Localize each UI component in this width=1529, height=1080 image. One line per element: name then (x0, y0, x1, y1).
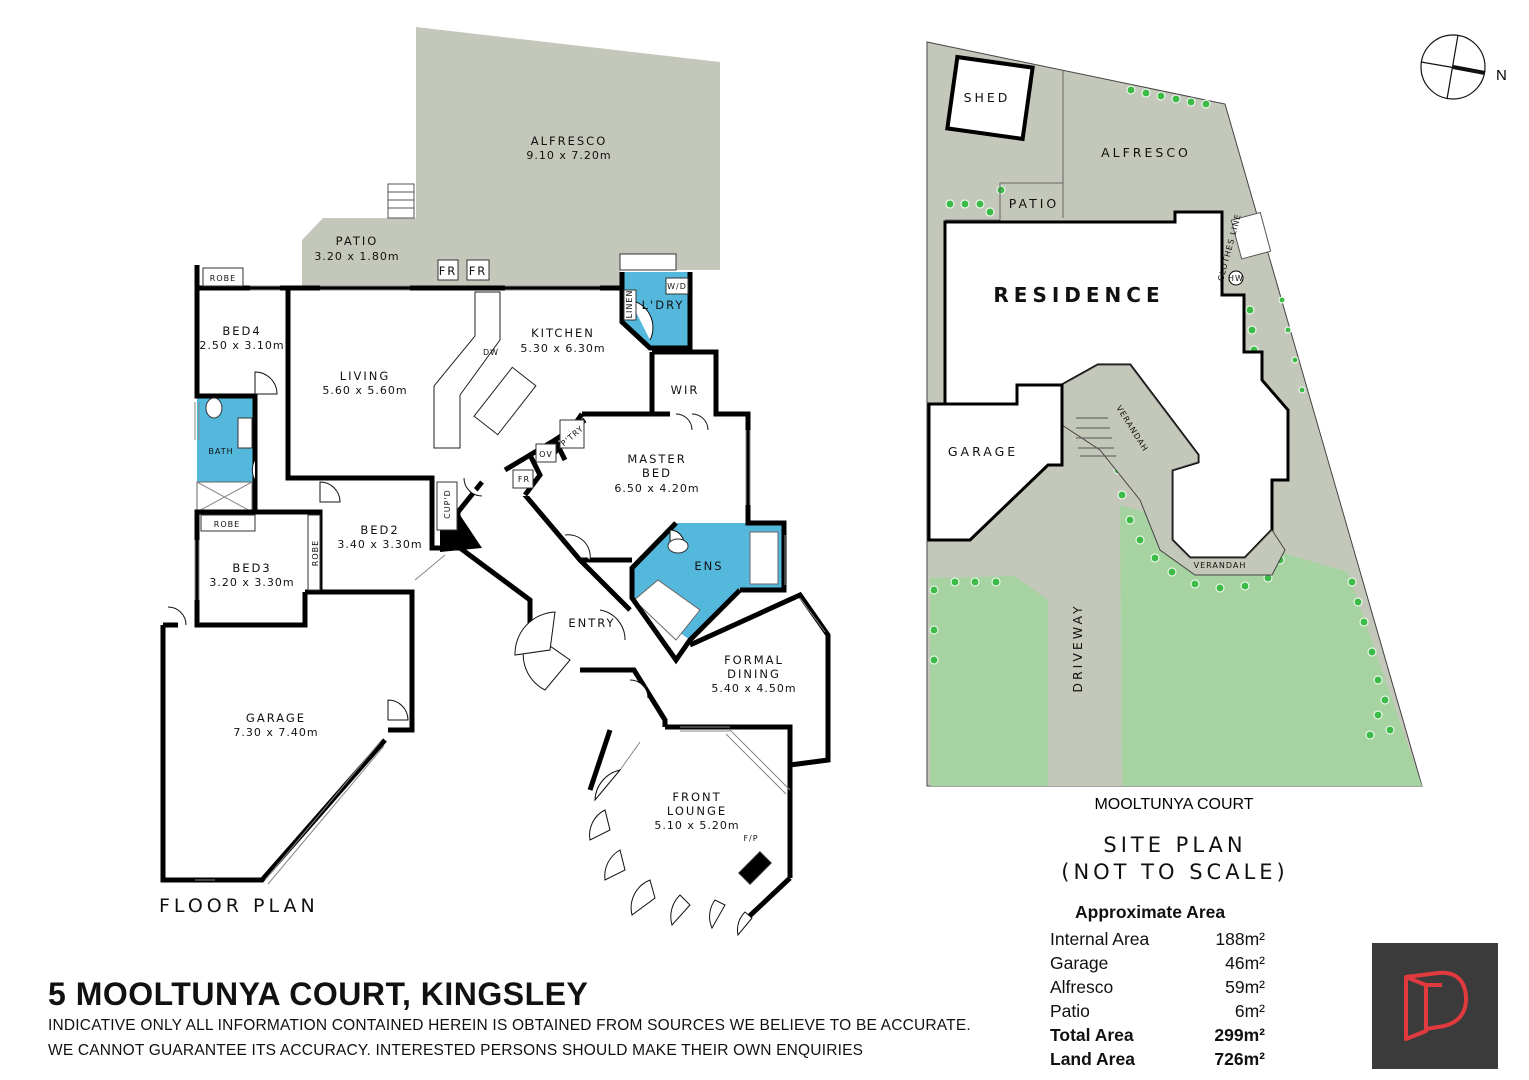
floor-plan: ALFRESCO 9.10 x 7.20m PATIO 3.20 x 1.80m… (159, 27, 831, 937)
ensuite-shower (633, 579, 701, 641)
disclaimer-line-1: INDICATIVE ONLY ALL INFORMATION CONTAINE… (48, 1017, 971, 1034)
disclaimer-line-2: WE CANNOT GUARANTEE ITS ACCURACY. INTERE… (48, 1042, 864, 1059)
fireplace-label: F/P (743, 834, 758, 843)
bed2-dims: 3.40 x 3.30m (337, 538, 422, 551)
master-bed-dims: 6.50 x 4.20m (614, 482, 699, 495)
living-label: LIVING (340, 369, 391, 383)
site-plan-title: SITE PLAN (NOT TO SCALE) (1050, 832, 1300, 886)
area-row-value: 6m² (1234, 1001, 1265, 1021)
linen-label: LINEN (625, 290, 634, 319)
robe-bed3-label: ROBE (214, 520, 240, 529)
site-garage-label: GARAGE (948, 444, 1018, 459)
agency-logo-mark-icon (1404, 970, 1468, 1041)
area-row-value: 726m² (1214, 1049, 1265, 1069)
master-bed-label-1: MASTER (627, 452, 686, 466)
side-lawn (930, 576, 1048, 786)
approximate-area-heading: Approximate Area (1075, 902, 1226, 922)
laundry-label: L'DRY (642, 298, 685, 312)
bath-label: BATH (208, 447, 233, 456)
residence-label: RESIDENCE (993, 283, 1164, 307)
site-alfresco-label: ALFRESCO (1101, 145, 1191, 160)
shed-outline (945, 54, 1035, 142)
dw-label: DW (483, 348, 499, 357)
area-row: Internal Area 188m² (1050, 927, 1265, 951)
area-row-label: Garage (1050, 953, 1109, 973)
street-name: MOOLTUNYA COURT (1094, 796, 1253, 813)
ensuite-label: ENS (694, 559, 723, 573)
cupboard-label: CUP'D (443, 489, 452, 519)
area-row-total: Total Area 299m² (1050, 1023, 1265, 1047)
bed3-dims: 3.20 x 3.30m (209, 576, 294, 589)
verandah-bottom-label: VERANDAH (1194, 561, 1247, 570)
bed2-label: BED2 (360, 523, 399, 537)
alfresco-steps (387, 183, 415, 219)
garage-label: GARAGE (246, 711, 306, 725)
approximate-area-table: Approximate Area Internal Area 188m² Gar… (1050, 902, 1265, 1071)
area-row-label: Land Area (1050, 1049, 1135, 1069)
patio-area (302, 218, 416, 286)
hw-label: HW (1228, 274, 1244, 283)
area-row: Garage 46m² (1050, 951, 1265, 975)
patio-dims: 3.20 x 1.80m (314, 250, 399, 263)
site-plan-title-line-2: (NOT TO SCALE) (1061, 860, 1289, 884)
site-plan-title-line-1: SITE PLAN (1103, 833, 1247, 857)
bed4-label: BED4 (222, 324, 261, 338)
entry-label: ENTRY (568, 616, 615, 630)
kitchen-bench (433, 291, 501, 449)
front-lounge-dims: 5.10 x 5.20m (654, 819, 739, 832)
compass-north-label: N (1496, 67, 1507, 84)
patio-label: PATIO (336, 234, 379, 248)
master-bed-label-2: BED (642, 466, 672, 480)
front-lounge-label-2: LOUNGE (667, 804, 727, 818)
oven-label: OV (539, 450, 553, 459)
agency-logo (1372, 943, 1498, 1069)
compass-icon (1420, 34, 1486, 100)
area-row-value: 59m² (1225, 977, 1265, 997)
fr-label-2: FR (469, 264, 488, 278)
alfresco-area (416, 27, 720, 286)
robe-bed4-label: ROBE (210, 274, 236, 283)
kitchen-dims: 5.30 x 6.30m (520, 342, 605, 355)
area-row-value: 188m² (1215, 929, 1265, 949)
fr-label-3: FR (518, 475, 530, 484)
site-shed-label: SHED (964, 90, 1011, 105)
area-row: Alfresco 59m² (1050, 975, 1265, 999)
robe-bed2-label: ROBE (311, 540, 320, 566)
area-row-value: 46m² (1225, 953, 1265, 973)
hot-water-symbol (1228, 270, 1244, 286)
verandah (1061, 364, 1286, 576)
garage-dims: 7.30 x 7.40m (233, 726, 318, 739)
area-row: Patio 6m² (1050, 999, 1265, 1023)
area-row-value: 299m² (1214, 1025, 1265, 1045)
bed4-dims: 2.50 x 3.10m (199, 339, 284, 352)
alfresco-label: ALFRESCO (531, 134, 608, 148)
kitchen-island (473, 366, 537, 436)
driveway (1048, 460, 1122, 786)
bed3-label: BED3 (232, 561, 271, 575)
formal-dining-label-2: DINING (727, 667, 781, 681)
driveway-label: DRIVEWAY (1070, 603, 1085, 692)
ensuite-bathtub (749, 531, 779, 585)
site-patio-label: PATIO (1009, 196, 1059, 211)
kitchen-label: KITCHEN (531, 326, 595, 340)
wd-label: W/D (667, 282, 687, 291)
living-dims: 5.60 x 5.60m (322, 384, 407, 397)
area-row-land: Land Area 726m² (1050, 1047, 1265, 1071)
area-row-label: Total Area (1050, 1025, 1134, 1045)
site-plan: SHED ALFRESCO PATIO CLOTHES LINE HW RESI… (926, 34, 1507, 813)
formal-dining-dims: 5.40 x 4.50m (711, 682, 796, 695)
fr-label-1: FR (439, 264, 458, 278)
wir-label: WIR (671, 383, 700, 397)
site-garage-outline (927, 383, 1064, 542)
floor-plan-title: FLOOR PLAN (159, 895, 319, 917)
alfresco-dims: 9.10 x 7.20m (526, 149, 611, 162)
site-trees (929, 85, 1395, 740)
area-row-label: Internal Area (1050, 929, 1150, 949)
area-row-label: Patio (1050, 1001, 1090, 1021)
front-lounge-label-1: FRONT (672, 790, 721, 804)
property-address: 5 MOOLTUNYA COURT, KINGSLEY (48, 976, 589, 1012)
formal-dining-label-1: FORMAL (724, 653, 784, 667)
area-row-label: Alfresco (1050, 977, 1114, 997)
